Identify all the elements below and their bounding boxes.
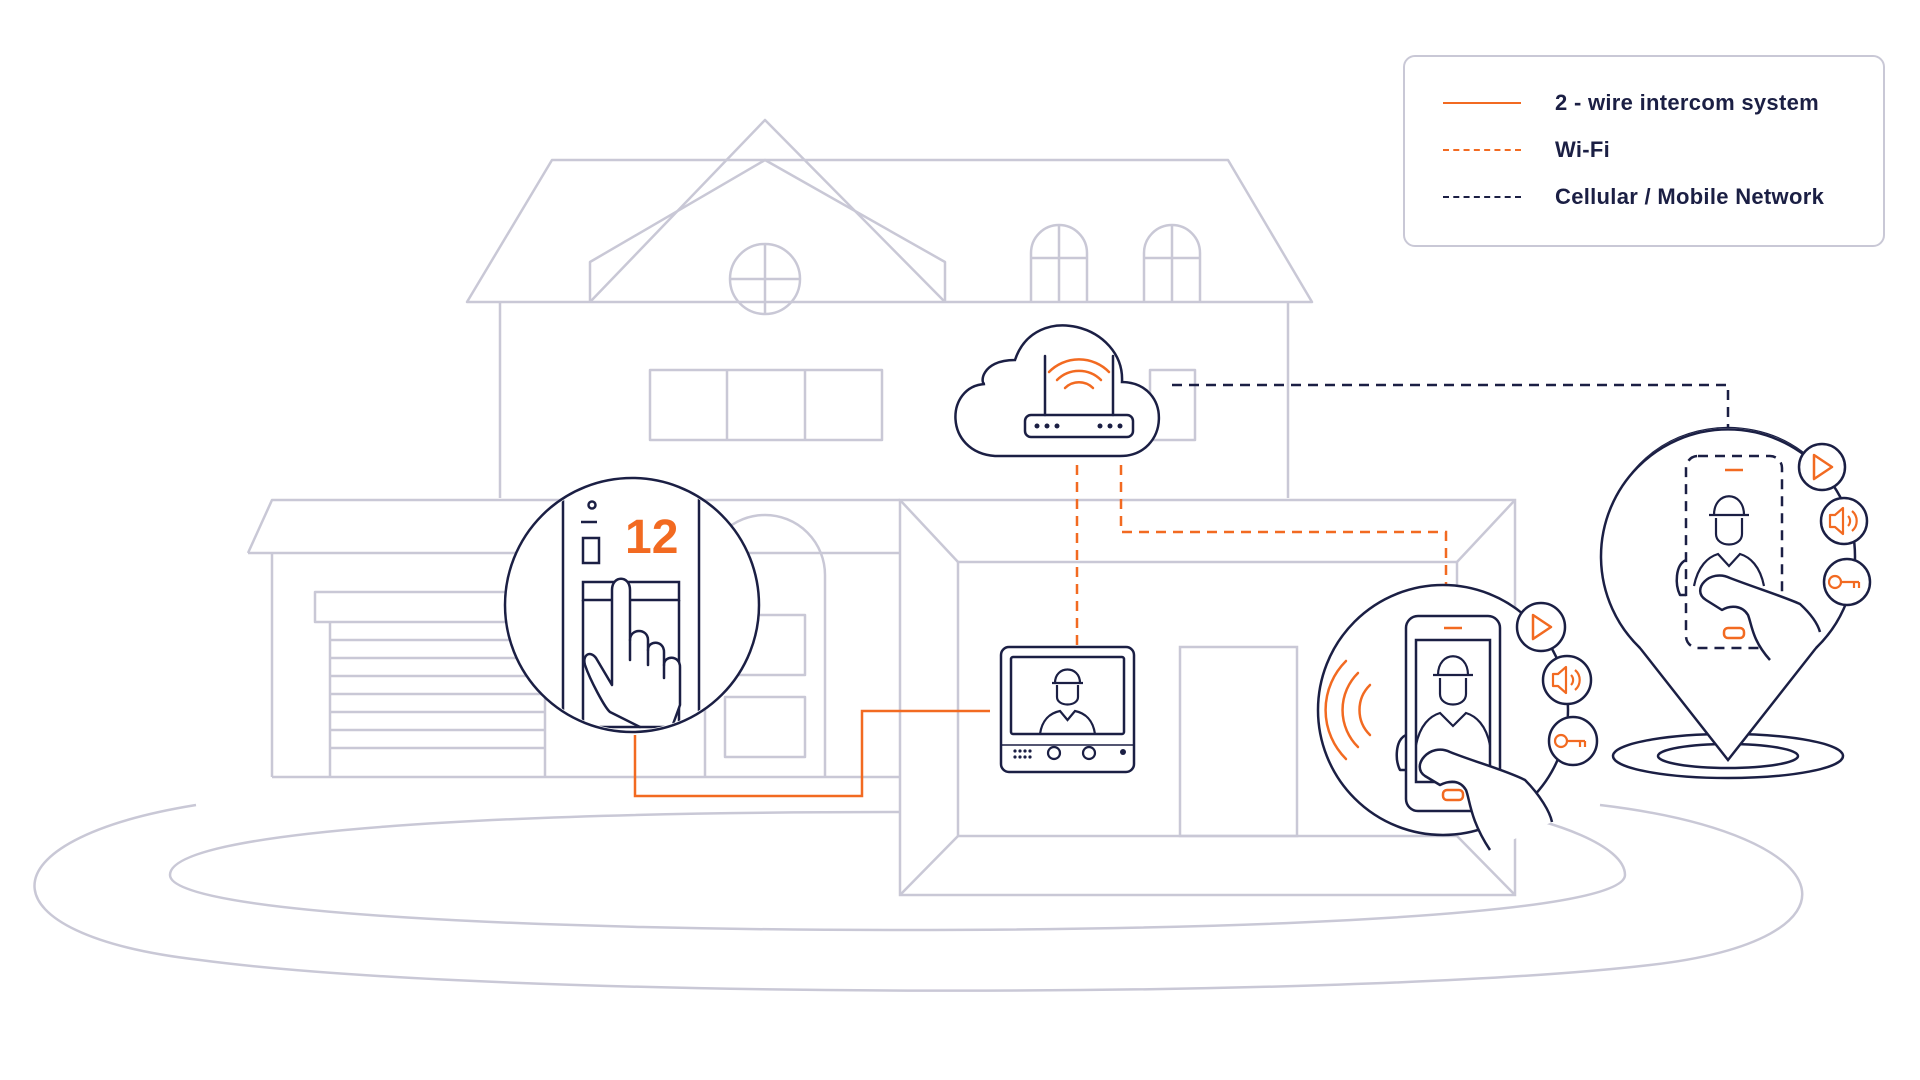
legend-item-wifi: Wi-Fi [1443,135,1610,165]
arched-window-right [1142,223,1202,302]
apartment-number: 12 [625,511,678,564]
play-button[interactable] [1515,601,1567,653]
key-icon [1827,574,1861,590]
wifi-icon [1047,358,1111,390]
legend-dashed-orange-line [1443,149,1521,151]
play-icon [1812,453,1834,481]
key-button[interactable] [1822,557,1872,607]
arched-window-left [1029,223,1089,302]
remote-location-pin [1599,426,1872,780]
legend-item-cellular: Cellular / Mobile Network [1443,182,1824,212]
legend-solid-orange-line [1443,102,1521,104]
speaker-icon [1551,665,1581,695]
legend-label-wifi: Wi-Fi [1555,137,1611,162]
visitor-icon [1038,668,1097,735]
action-buttons [1515,601,1599,767]
wifi-line-phone [1119,465,1448,586]
cloud-router [954,324,1161,458]
legend-label-cellular: Cellular / Mobile Network [1555,184,1825,209]
ground [33,803,1804,992]
monitor-button-left [1046,745,1062,761]
hand-icon [583,577,692,729]
indoor-monitor [999,645,1136,774]
round-window [728,242,802,316]
legend: 2 - wire intercom system Wi-Fi Cellular … [1403,55,1885,247]
play-button[interactable] [1797,442,1847,492]
play-icon [1531,613,1553,641]
upper-window [648,368,884,442]
visitor-icon [1692,495,1766,587]
connections [633,383,1730,798]
monitor-keypad [1013,749,1032,759]
outdoor-panel-magnifier: 12 [503,476,761,734]
hand-icon [1675,558,1822,661]
cellular-line [1172,383,1730,428]
action-buttons [1797,442,1872,607]
speaker-button[interactable] [1819,496,1869,546]
legend-item-two-wire: 2 - wire intercom system [1443,88,1819,118]
visitor-icon [1414,655,1492,746]
legend-dashed-navy-line [1443,196,1521,198]
key-icon [1553,733,1587,749]
router-icon [1023,354,1135,439]
legend-label-two-wire: 2 - wire intercom system [1555,90,1819,115]
key-button[interactable] [1547,715,1599,767]
monitor-button-right [1081,745,1097,761]
hand-icon [1395,733,1554,851]
speaker-button[interactable] [1541,654,1593,706]
two-wire-line [633,709,990,798]
speaker-icon [1828,506,1858,536]
home-smartphone-magnifier [1316,583,1599,851]
ringing-waves-icon [1324,659,1372,761]
